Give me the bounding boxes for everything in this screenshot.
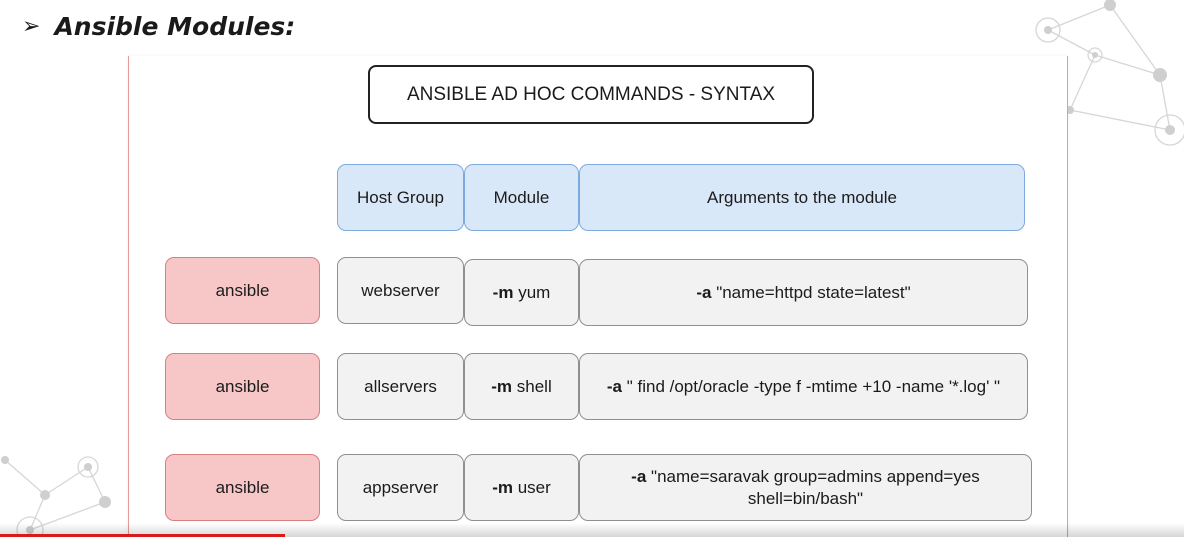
header-arguments: Arguments to the module xyxy=(579,164,1025,231)
args-value: "name=saravak group=admins append=yes sh… xyxy=(651,467,980,508)
command-cell: ansible xyxy=(165,353,320,420)
module-flag: -m xyxy=(492,477,513,497)
module-flag: -m xyxy=(492,282,514,302)
module-cell: -m user xyxy=(464,454,579,521)
slide-title: ➢ Ansible Modules: xyxy=(22,12,295,41)
args-value: "name=httpd state=latest" xyxy=(716,282,911,302)
host-group-cell: allservers xyxy=(337,353,464,420)
arguments-cell: -a " find /opt/oracle -type f -mtime +10… xyxy=(579,353,1028,420)
diagram-title: ANSIBLE AD HOC COMMANDS - SYNTAX xyxy=(368,65,814,124)
module-name: shell xyxy=(516,376,552,396)
command-cell: ansible xyxy=(165,257,320,324)
progress-bar xyxy=(0,534,285,537)
host-group-cell: appserver xyxy=(337,454,464,521)
args-flag: -a xyxy=(696,282,712,302)
arguments-cell: -a "name=httpd state=latest" xyxy=(579,259,1028,326)
header-module: Module xyxy=(464,164,579,231)
command-cell: ansible xyxy=(165,454,320,521)
arguments-cell: -a "name=saravak group=admins append=yes… xyxy=(579,454,1032,521)
module-cell: -m shell xyxy=(464,353,579,420)
bottom-shadow xyxy=(0,523,1184,537)
bullet-arrow-icon: ➢ xyxy=(22,14,41,39)
network-decoration-icon xyxy=(1035,0,1184,146)
network-decoration-icon xyxy=(1,456,111,537)
args-flag: -a xyxy=(606,376,622,396)
host-group-cell: webserver xyxy=(337,257,464,324)
slide-title-text: Ansible Modules: xyxy=(54,12,296,41)
args-value: " find /opt/oracle -type f -mtime +10 -n… xyxy=(626,376,1001,396)
args-flag: -a xyxy=(631,467,647,487)
header-host-group: Host Group xyxy=(337,164,464,231)
module-name: yum xyxy=(518,282,551,302)
module-flag: -m xyxy=(491,376,513,396)
module-cell: -m yum xyxy=(464,259,579,326)
module-name: user xyxy=(517,477,551,497)
